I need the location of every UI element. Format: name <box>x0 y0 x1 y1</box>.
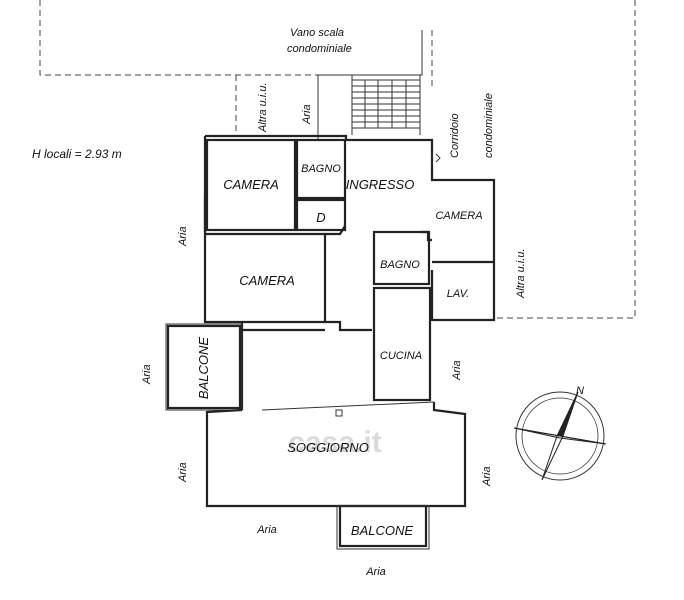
watermark-text: casa.it <box>288 426 381 459</box>
aria-label-left-living: Aria <box>177 462 189 483</box>
altra-uiu-label-top: Altra u.i.u. <box>257 82 269 133</box>
room-label-soggiorno: SOGGIORNO <box>287 440 369 455</box>
room-label-lavanderia: LAV. <box>447 288 469 300</box>
aria-label-top: Aria <box>301 104 313 125</box>
stair-label-line1: Vano scala <box>290 27 344 39</box>
room-label-bagno-2: BAGNO <box>380 259 420 271</box>
room-label-camera-2: CAMERA <box>239 273 295 288</box>
aria-label-kitchen: Aria <box>451 360 463 381</box>
room-label-balcone-bottom: BALCONE <box>351 523 413 538</box>
height-note: H locali = 2.93 m <box>32 147 122 161</box>
aria-label-bottom: Aria <box>365 566 386 578</box>
corridor-label-line1: Corridoio <box>449 113 461 158</box>
room-label-camera-1: CAMERA <box>223 177 279 192</box>
neighbour-boundary-right <box>431 0 636 319</box>
aria-label-left-upper: Aria <box>177 226 189 247</box>
room-label-balcone-left: BALCONE <box>196 337 211 399</box>
neighbour-boundary-left <box>39 0 319 140</box>
corridor-label-line2: condominiale <box>483 93 495 158</box>
room-label-cucina: CUCINA <box>380 350 422 362</box>
compass-rose: N <box>513 385 607 481</box>
aria-label-left-balcony: Aria <box>141 364 153 385</box>
aria-label-bottom-left: Aria <box>256 524 277 536</box>
stairwell <box>317 30 423 140</box>
altra-uiu-label-right: Altra u.i.u. <box>515 248 527 299</box>
room-label-ingresso: INGRESSO <box>346 177 415 192</box>
compass-north-label: N <box>576 385 584 397</box>
interior-walls <box>203 138 494 417</box>
room-label-ripostiglio: D <box>316 210 325 225</box>
room-label-bagno-1: BAGNO <box>301 163 341 175</box>
room-label-camera-3: CAMERA <box>435 210 482 222</box>
aria-label-right-living: Aria <box>481 466 493 487</box>
entry-door-symbol <box>431 150 441 166</box>
stair-label-line2: condominiale <box>287 43 352 55</box>
